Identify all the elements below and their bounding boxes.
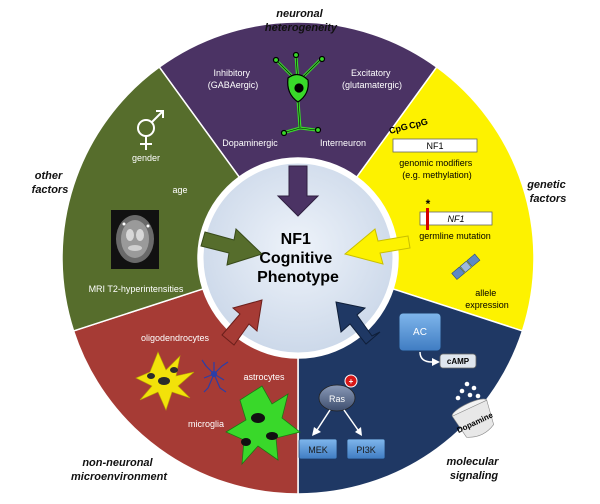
ras-node [318,384,356,412]
label-mri-hyperintensities: MRI T2-hyperintensities [89,284,184,294]
dopamine-vesicles [455,381,481,401]
neuron-icon [272,51,326,137]
mutation-marker [426,208,429,230]
label-germline-mutation: germline mutation [419,231,491,241]
mek-box [298,438,338,460]
label-camp: cAMP [447,357,470,366]
label-oligodendrocytes: oligodendrocytes [141,333,210,343]
center-title: NF1 Cognitive Phenotype [257,231,339,286]
dopamine-flask-icon [451,398,494,438]
segment-other-factors [61,66,241,332]
asterisk-mark: * [426,197,431,211]
arrows [200,165,411,346]
title-molecular-signaling: molecular signaling [446,456,501,482]
label-allele-expression: allele expression [465,288,509,310]
camp-box [439,353,477,369]
gender-symbol-icon [137,110,164,150]
ras-to-mek-arrowhead [312,427,321,436]
ras-active-badge [344,374,358,388]
other-contents: gender age MRI T2-hyperintensities [89,110,188,294]
arrow-from-other [200,227,263,266]
microglia-icon [201,359,229,393]
label-nf1-gene: NF1 [426,141,443,151]
label-ras: Ras [329,394,346,404]
arrow-from-non-neuronal [221,299,263,346]
allele-expression-icon [451,253,481,280]
label-cpg-2: CpG [408,116,429,131]
arrow-from-molecular [335,301,381,345]
astrocyte-icon [225,385,301,466]
ras-to-pi3k-arrow [343,409,359,431]
label-inhibitory: Inhibitory (GABAergic) [208,68,259,90]
title-non-neuronal-microenvironment: non-neuronal microenvironment [71,457,168,483]
label-ras-plus: + [349,377,354,386]
label-microglia: microglia [188,419,224,429]
label-excitatory: Excitatory (glutamatergic) [342,68,402,90]
pi3k-box [346,438,386,460]
label-genomic-modifiers: genomic modifiers (e.g. methylation) [399,158,475,180]
label-mek: MEK [308,445,328,455]
neuronal-contents: Inhibitory (GABAergic) Excitatory (gluta… [208,51,402,148]
title-genetic-factors: genetic factors [526,179,569,205]
ac-to-camp-arrowhead [432,358,440,366]
ac-to-camp-arrow [419,351,433,363]
label-age: age [172,185,187,195]
title-other-factors: other factors [32,170,69,196]
mri-scan-image [111,210,159,269]
arrow-from-genetic [343,228,411,265]
label-interneuron: Interneuron [320,138,366,148]
arrow-from-neuronal [276,165,320,217]
oligodendrocyte-icon [135,351,195,411]
label-nf1-mutation: NF1 [447,214,464,224]
label-ac: AC [413,327,427,338]
ras-to-mek-arrow [316,409,331,431]
label-cpg-1: CpG [388,121,409,136]
label-gender: gender [132,153,160,163]
segment-genetic-factors [355,66,535,332]
molecular-contents: AC cAMP Dopamine Ras + MEK PI3K [298,312,495,460]
label-astrocytes: astrocytes [243,372,285,382]
nonneuronal-contents: oligodendrocytes microglia astrocytes [135,333,301,466]
ras-to-pi3k-arrowhead [355,427,362,436]
nf1-gene-box [392,138,478,153]
ac-box [398,312,442,352]
label-dopaminergic: Dopaminergic [222,138,278,148]
nf1-mutation-box [419,211,493,226]
label-pi3k: PI3K [356,445,376,455]
title-neuronal-heterogeneity: neuronal heterogeneity [265,8,338,34]
genetic-contents: CpG CpG NF1 genomic modifiers (e.g. meth… [388,116,509,310]
